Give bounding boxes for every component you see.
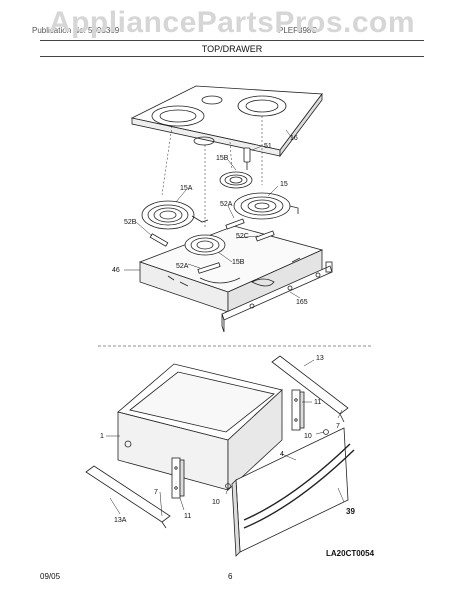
callout-13: 13 — [316, 355, 324, 362]
header-rule-top — [40, 40, 424, 41]
element-brackets — [149, 218, 275, 274]
callout-52b: 52B — [124, 219, 137, 226]
callout-13a: 13A — [114, 517, 127, 524]
header-rule-bottom — [40, 56, 424, 57]
callout-1: 1 — [100, 433, 104, 440]
element-15a — [141, 200, 209, 230]
footer-page-number: 6 — [228, 572, 233, 581]
callout-7-right: 7 — [336, 423, 340, 430]
section-title: TOP/DRAWER — [201, 44, 263, 54]
drawer-body — [117, 363, 283, 491]
callout-46: 46 — [112, 267, 120, 274]
callout-39: 39 — [346, 507, 355, 516]
callout-52a-bottom: 52A — [176, 263, 189, 270]
callout-165: 165 — [296, 299, 308, 306]
callout-4: 4 — [280, 451, 284, 458]
model-number: PLEF398C — [278, 26, 318, 35]
drawer-bracket-right — [291, 389, 305, 431]
drawer-bracket-left — [171, 457, 185, 499]
drawer-rail-left — [85, 465, 171, 529]
callout-7-left: 7 — [154, 489, 158, 496]
front-bracket — [221, 261, 333, 333]
publication-number: Publication No. 5995369 — [32, 26, 120, 35]
drawer-front — [231, 427, 355, 557]
element-15b-bottom — [184, 234, 226, 256]
callout-10-left: 10 — [212, 499, 220, 506]
figure-code: LA20CT0054 — [326, 549, 375, 558]
watermark-logo: AppliancePartsPros.com — [48, 6, 416, 39]
element-15 — [233, 192, 299, 220]
leader-lines — [106, 129, 345, 517]
limiter-51 — [243, 147, 251, 170]
callout-15b-bottom: 15B — [232, 259, 245, 266]
burner-box — [138, 225, 324, 313]
drawer-rail-right — [271, 355, 349, 423]
callout-11-left: 11 — [184, 513, 191, 520]
footer-date: 09/05 — [40, 572, 61, 581]
callout-52a-top: 52A — [220, 201, 233, 208]
callout-16: 16 — [290, 135, 298, 142]
callout-15b-top: 15B — [216, 155, 229, 162]
callout-51: 51 — [264, 143, 272, 150]
cooktop-glass — [130, 85, 323, 158]
element-15b-top — [219, 171, 253, 189]
callout-10-right: 10 — [304, 433, 312, 440]
callout-52c: 52C — [236, 233, 249, 240]
callout-11-right: 11 — [314, 399, 321, 406]
callout-15a: 15A — [180, 185, 193, 192]
callout-15: 15 — [280, 181, 288, 188]
